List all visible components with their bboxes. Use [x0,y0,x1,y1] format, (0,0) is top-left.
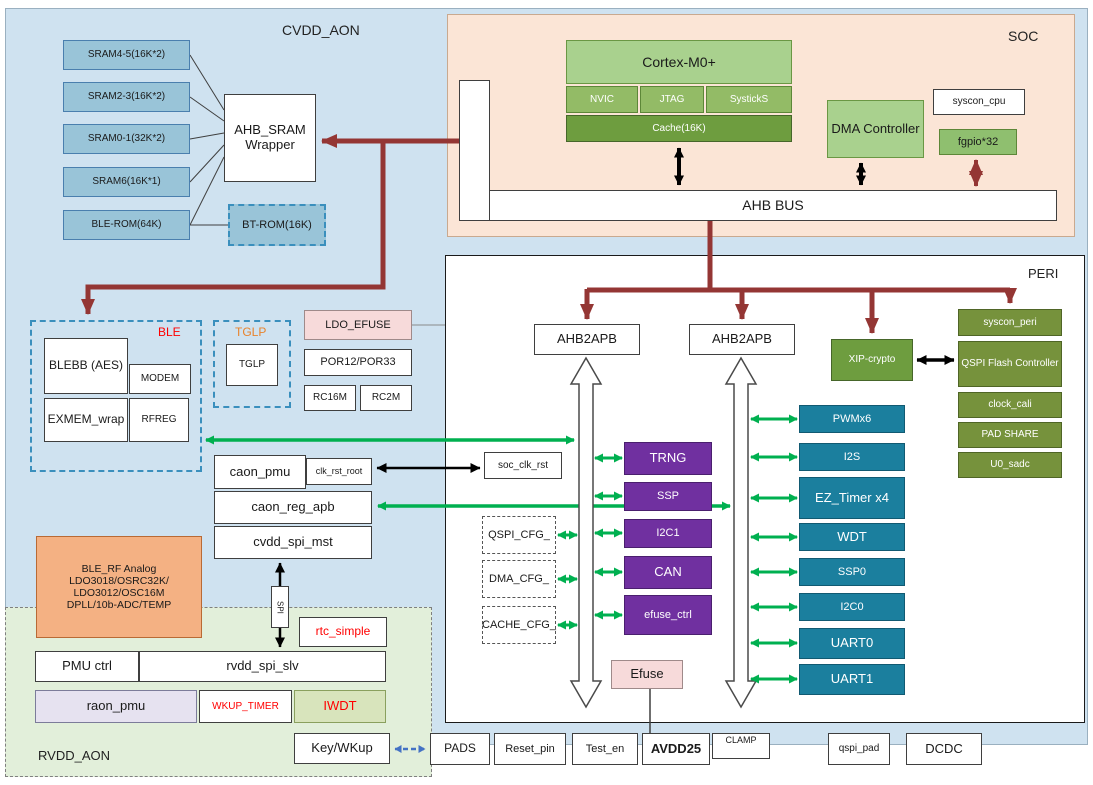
label-soc: SOC [1008,28,1039,44]
bt-rom-block: BT-ROM(16K) [228,204,326,246]
rtc-simple-block: rtc_simple [299,617,387,647]
pmu-ctrl-block: PMU ctrl [35,651,139,682]
ble-rf-line2: LDO3018/OSRC32K/ [69,574,169,587]
ahb2apb1-block: AHB2APB [534,324,640,355]
sram45-block: SRAM4-5(16K*2) [63,40,190,70]
label-rvdd-aon: RVDD_AON [38,748,111,763]
clamp-block: CLAMP [712,733,770,759]
soc-clk-rst-block: soc_clk_rst [484,452,562,479]
sram23-block: SRAM2-3(16K*2) [63,82,190,112]
u0-sadc-block: U0_sadc [958,452,1062,478]
ahb2apb2-block: AHB2APB [689,324,795,355]
rfreg-block: RFREG [129,398,189,442]
keywkup-block: Key/WKup [294,733,390,764]
label-cvdd-aon: CVDD_AON [282,22,360,38]
rc16m-block: RC16M [304,385,356,411]
dma-controller-block: DMA Controller [827,100,924,158]
exmem-wrap-block: EXMEM_wrap [44,398,128,442]
rvdd-spi-slv-block: rvdd_spi_slv [139,651,386,682]
cache-cfg-block: CACHE_CFG_ [482,606,556,644]
qspi-flash-controller-block: QSPI Flash Controller [958,341,1062,387]
xip-crypto-block: XIP-crypto [831,339,913,381]
ble-rf-line4: DPLL/10b-ADC/TEMP [66,599,172,612]
avdd25-block: AVDD25 [642,733,710,765]
label-ble: BLE [158,325,181,339]
can-block: CAN [624,556,712,589]
fgpio-block: fgpio*32 [939,129,1017,155]
raon-pmu-block: raon_pmu [35,690,197,723]
modem-block: MODEM [129,364,191,394]
reset-pin-block: Reset_pin [494,733,566,765]
cvdd-spi-mst-block: cvdd_spi_mst [214,526,372,559]
caon-pmu-block: caon_pmu [214,455,306,489]
sram01-block: SRAM0-1(32K*2) [63,124,190,154]
rc2m-block: RC2M [360,385,412,411]
test-en-block: Test_en [572,733,638,765]
sram6-block: SRAM6(16K*1) [63,167,190,197]
caon-reg-apb-block: caon_reg_apb [214,491,372,524]
clock-cali-block: clock_cali [958,392,1062,418]
ssp0-block: SSP0 [799,558,905,586]
qspi-cfg-block: QSPI_CFG_ [482,516,556,554]
region-ble [30,320,202,472]
wkup-timer-block: WKUP_TIMER [199,690,292,723]
ble-rom-block: BLE-ROM(64K) [63,210,190,240]
dma-cfg-block: DMA_CFG_ [482,560,556,598]
trng-block: TRNG [624,442,712,475]
jtag-block: JTAG [640,86,704,113]
efuse-ctrl-block: efuse_ctrl [624,595,712,635]
tglp-inner-block: TGLP [226,344,278,386]
ble-rf-line3: LDO3012/OSC16M [73,587,165,599]
qspi-pad-block: qspi_pad [828,733,890,765]
ldo-efuse-block: LDO_EFUSE [304,310,412,340]
i2c0-block: I2C0 [799,593,905,621]
syscon-peri-block: syscon_peri [958,309,1062,336]
pad-share-block: PAD SHARE [958,422,1062,448]
nvic-block: NVIC [566,86,638,113]
cache-block: Cache(16K) [566,115,792,142]
cortex-m0-block: Cortex-M0+ [566,40,792,84]
pads-block: PADS [430,733,490,765]
uart0-block: UART0 [799,628,905,659]
por-block: POR12/POR33 [304,349,412,376]
ble-rf-line1: BLE_RF Analog [81,562,157,575]
spi-link-label: SPI [271,586,289,628]
ez-timer-block: EZ_Timer x4 [799,477,905,519]
ssp-block: SSP [624,482,712,511]
systick-block: SystickS [706,86,792,113]
label-tglp: TGLP [235,325,267,339]
blebb-aes-block: BLEBB (AES) [44,338,128,394]
clk-rst-root-block: clk_rst_root [306,458,372,485]
iwdt-block: IWDT [294,690,386,723]
i2s-block: I2S [799,443,905,471]
pwm-block: PWMx6 [799,405,905,433]
i2c1-block: I2C1 [624,519,712,548]
ahb-sram-wrapper-block: AHB_SRAM Wrapper [224,94,316,182]
efuse-block: Efuse [611,660,683,689]
syscon-cpu-block: syscon_cpu [933,89,1025,115]
ahb-bus-bar: AHB BUS [489,190,1057,221]
wdt-block: WDT [799,523,905,551]
soc-bus-riser [459,80,490,221]
uart1-block: UART1 [799,664,905,695]
label-peri: PERI [1028,266,1059,281]
region-tglp [213,320,291,408]
ble-rf-analog-block: BLE_RF Analog LDO3018/OSRC32K/ LDO3012/O… [36,536,202,638]
dcdc-block: DCDC [906,733,982,765]
